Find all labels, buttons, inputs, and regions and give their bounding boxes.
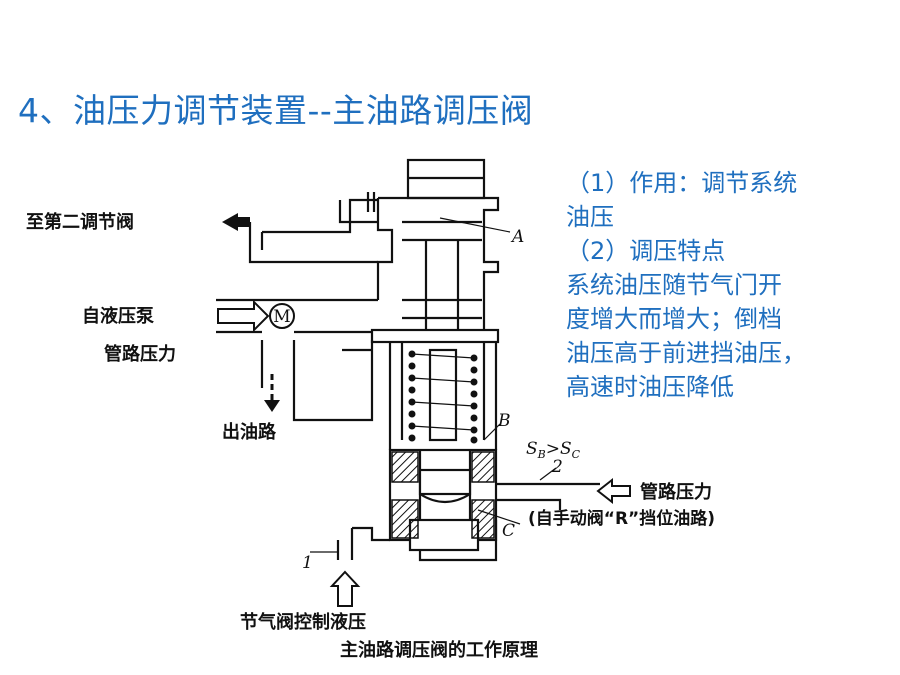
- label-outlet: 出油路: [222, 421, 277, 443]
- label-throttle-pressure: 节气阀控制液压: [240, 611, 366, 633]
- label-manual-valve: (自手动阀“R”挡位油路): [528, 508, 715, 529]
- description-line: （1）作用：调节系统: [566, 169, 798, 197]
- arrow-left-outline-icon: [596, 477, 631, 505]
- port-label-1: 1: [302, 553, 313, 573]
- diagram-caption: 主油路调压阀的工作原理: [340, 639, 538, 661]
- arrow-up-outline-icon: [329, 570, 361, 607]
- flow-arrows: [217, 213, 631, 607]
- formula-sb-gt-sc: SB>SC: [526, 439, 581, 461]
- label-from-pump: 自液压泵: [82, 305, 154, 327]
- arrow-right-icon: [217, 299, 270, 333]
- letter-a: A: [510, 227, 524, 247]
- port-label-2: 2: [551, 457, 563, 477]
- description-line: 油压: [566, 203, 614, 231]
- label-line-pressure-right: 管路压力: [640, 481, 712, 503]
- motor-letter: M: [273, 307, 290, 327]
- spring-lines: [411, 353, 475, 431]
- hatched-sections: [391, 451, 495, 539]
- description-text: （1）作用：调节系统 油压 （2）调压特点 系统油压随节气门开 度增大而增大；倒…: [566, 166, 866, 404]
- letter-b: B: [497, 411, 511, 431]
- description-line: 高速时油压降低: [566, 373, 734, 401]
- description-line: 度增大而增大；倒档: [566, 305, 782, 333]
- leader-lines: [310, 217, 557, 553]
- label-line-pressure-left: 管路压力: [104, 343, 176, 365]
- oil-passages: [216, 192, 600, 510]
- letter-c: C: [502, 521, 515, 541]
- description-line: （2）调压特点: [566, 237, 726, 265]
- pump-motor-icon: [269, 303, 295, 329]
- page-title: 4、油压力调节装置--主油路调压阀: [18, 91, 534, 130]
- label-to-second-valve: 至第二调节阀: [26, 211, 134, 233]
- description-line: 油压高于前进挡油压，: [566, 339, 806, 367]
- arrow-left-icon: [222, 213, 238, 231]
- description-line: 系统油压随节气门开: [566, 271, 782, 299]
